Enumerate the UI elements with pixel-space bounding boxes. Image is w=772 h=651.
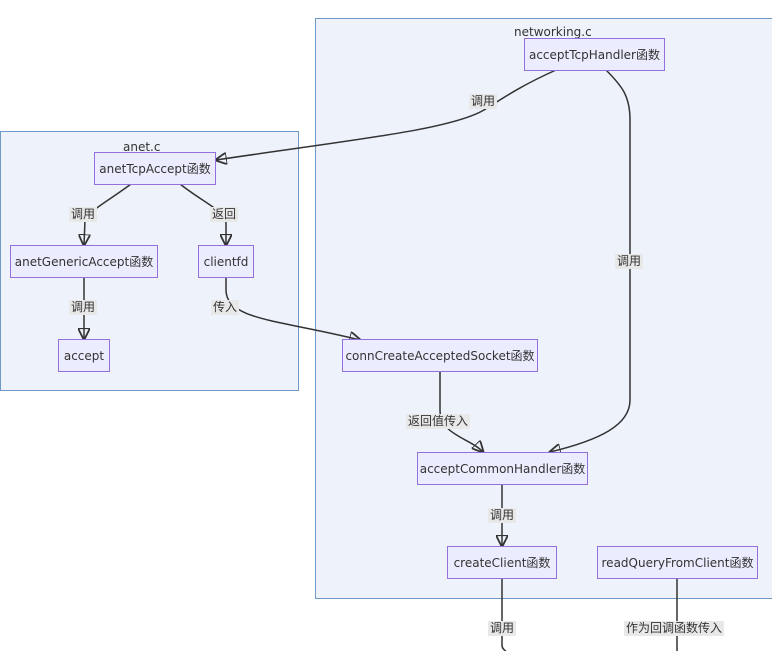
edge-label-anet-to-generic: 调用: [69, 207, 98, 222]
edge-label-handler-to-common: 调用: [615, 254, 644, 269]
edge-conn-to-common: [439, 372, 483, 452]
edge-label-read-out: 作为回调函数传入: [624, 621, 725, 636]
edge-label-anet-to-clientfd: 返回: [210, 207, 239, 222]
node-read-query-from-client: readQueryFromClient函数: [597, 546, 758, 579]
cluster-networking: networking.c: [315, 18, 772, 599]
edge-label-clientfd-to-conn: 传入: [211, 300, 240, 315]
node-accept-tcp-handler: acceptTcpHandler函数: [524, 38, 665, 71]
node-anet-generic-accept: anetGenericAccept函数: [10, 245, 158, 278]
edge-label-create-out: 调用: [488, 621, 517, 636]
node-clientfd: clientfd: [198, 245, 254, 278]
cluster-title-anet: anet.c: [123, 140, 161, 154]
edge-label-conn-to-common: 返回值传入: [406, 414, 471, 429]
edge-handler-to-anet: [216, 69, 557, 160]
edge-label-common-to-create: 调用: [488, 508, 517, 523]
edge-create-out: [501, 579, 507, 651]
node-accept-common-handler: acceptCommonHandler函数: [417, 452, 588, 485]
node-anet-tcp-accept: anetTcpAccept函数: [94, 152, 216, 185]
node-conn-create-accepted-socket: connCreateAcceptedSocket函数: [342, 339, 538, 372]
node-create-client: createClient函数: [447, 546, 557, 579]
node-accept: accept: [58, 339, 110, 372]
edge-label-generic-to-accept: 调用: [69, 300, 98, 315]
edge-handler-to-common: [550, 69, 631, 452]
cluster-title-networking: networking.c: [514, 25, 592, 39]
edge-label-handler-to-anet: 调用: [469, 94, 498, 109]
edge-clientfd-to-conn: [225, 278, 360, 340]
